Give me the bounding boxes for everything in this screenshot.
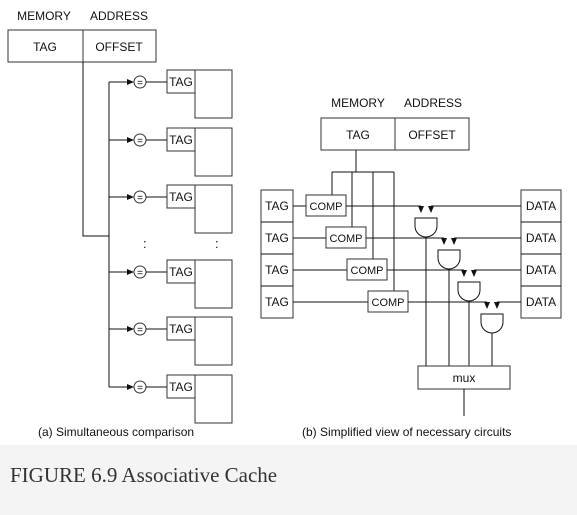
part-b-tag-label: TAG	[265, 295, 289, 309]
part-a-equals-symbol: =	[137, 78, 143, 89]
diagram-canvas: MEMORY ADDRESS TAG OFFSET = TAG = TAG = TAG = T…	[7, 9, 562, 439]
part-a-entry-tag-label: TAG	[169, 380, 193, 394]
part-a-equals-symbol: =	[137, 268, 143, 279]
part-b-and-gate	[457, 281, 481, 302]
part-b-address-label: ADDRESS	[404, 96, 462, 110]
part-a-tag-field-label: TAG	[33, 40, 57, 54]
part-b-data-label: DATA	[526, 263, 556, 277]
part-b-subcaption: (b) Simplified view of necessary circuit…	[302, 425, 511, 439]
part-b-data-label: DATA	[526, 231, 556, 245]
part-b-offset-field-label: OFFSET	[408, 128, 456, 142]
part-b-memory-label: MEMORY	[331, 96, 385, 110]
part-a-equals-symbol: =	[137, 136, 143, 147]
part-b-data-label: DATA	[526, 199, 556, 213]
part-a-entry-data-cell	[194, 127, 233, 177]
part-b-comp-label: COMP	[330, 233, 363, 245]
part-a-entry-tag-label: TAG	[169, 75, 193, 89]
part-a-entry-data-cell	[194, 316, 233, 366]
part-b-and-gate	[480, 313, 504, 334]
part-a-ellipsis-right: :	[215, 236, 219, 251]
part-a-memory-label: MEMORY	[17, 9, 71, 23]
part-a-address-label: ADDRESS	[90, 9, 148, 23]
part-b-tag-label: TAG	[265, 199, 289, 213]
part-b-tag-label: TAG	[265, 263, 289, 277]
part-b-comp-label: COMP	[351, 265, 384, 277]
part-b-comparator-rows: TAG COMP DATA TAG COMP DATA TAG COMP DATA TAG COMP…	[265, 172, 556, 366]
part-a-entry-tag-label: TAG	[169, 322, 193, 336]
part-a-entry-data-cell	[194, 259, 233, 309]
figure-caption: FIGURE 6.9 Associative Cache	[10, 463, 278, 487]
part-a-equals-symbol: =	[137, 325, 143, 336]
part-b-tag-field	[320, 117, 396, 151]
part-b-tag-column	[260, 189, 294, 319]
part-b-comp-label: COMP	[372, 297, 405, 309]
part-a-entry-data-cell	[194, 69, 233, 119]
part-a-entry-tag-label: TAG	[169, 265, 193, 279]
part-a-offset-field	[82, 29, 157, 63]
part-a-subcaption: (a) Simultaneous comparison	[38, 425, 194, 439]
part-a-simultaneous-comparison: MEMORY ADDRESS TAG OFFSET = TAG = TAG = TAG = T…	[7, 9, 233, 439]
part-a-entry-data-cell	[194, 374, 233, 424]
part-a-tag-bus-down	[82, 62, 109, 237]
part-a-entry-tag-label: TAG	[169, 190, 193, 204]
part-b-tag-label: TAG	[265, 231, 289, 245]
part-a-equals-symbol: =	[137, 383, 143, 394]
associative-cache-figure: MEMORY ADDRESS TAG OFFSET = TAG = TAG = TAG = T…	[0, 0, 577, 445]
part-b-data-label: DATA	[526, 295, 556, 309]
part-a-entry-tag-label: TAG	[169, 133, 193, 147]
part-b-mux-label: mux	[453, 371, 476, 385]
part-a-ellipsis-left: :	[143, 236, 147, 251]
part-a-entry-data-cell	[194, 184, 233, 234]
part-a-address-register: TAG OFFSET	[7, 29, 157, 63]
part-b-offset-field	[394, 117, 470, 151]
part-b-and-gate	[437, 249, 461, 270]
part-b-address-register: TAG OFFSET	[320, 117, 470, 151]
part-b-tag-field-label: TAG	[346, 128, 370, 142]
part-a-tag-field	[7, 29, 84, 63]
part-a-cache-entries: = TAG = TAG = TAG = TAG = TAG = TAG	[109, 69, 233, 424]
part-b-data-column	[520, 189, 562, 319]
part-a-offset-field-label: OFFSET	[95, 40, 143, 54]
part-b-comp-label: COMP	[310, 201, 343, 213]
part-b-and-gate	[414, 217, 438, 238]
part-a-equals-symbol: =	[137, 193, 143, 204]
